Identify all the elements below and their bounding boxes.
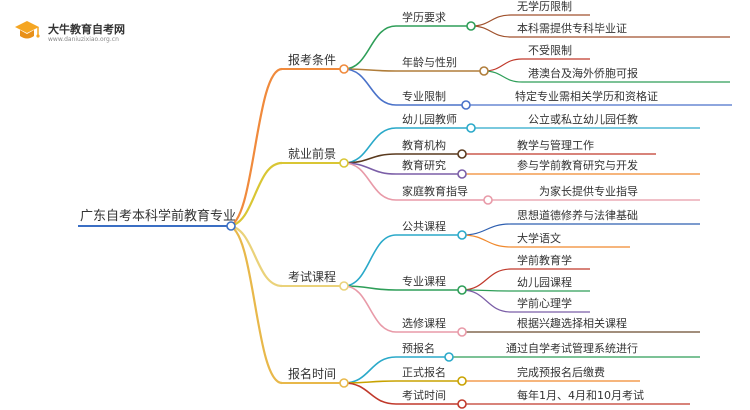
connector-2-1-2 — [461, 289, 512, 313]
node-dot-0-1 — [479, 66, 489, 76]
leaf-label-1-1-0[interactable]: 教学与管理工作 — [517, 138, 594, 152]
leaf-label-2-1-1[interactable]: 幼儿园课程 — [517, 276, 572, 289]
connector-1-3 — [343, 162, 397, 201]
subbranch-label-3-0[interactable]: 预报名 — [402, 341, 435, 355]
root-node-label[interactable]: 广东自考本科学前教育专业 — [80, 208, 236, 224]
connector-2-0-1 — [461, 234, 512, 248]
subbranch-label-2-0[interactable]: 公共课程 — [402, 220, 446, 233]
node-dot-3 — [339, 378, 349, 388]
graduation-cap-icon — [15, 21, 40, 39]
node-dot-2-2 — [457, 327, 467, 337]
subbranch-label-2-1[interactable]: 专业课程 — [402, 274, 446, 288]
subbranch-label-2-2[interactable]: 选修课程 — [402, 316, 446, 330]
connector-2-0-0 — [461, 223, 512, 236]
leaf-label-3-0-0[interactable]: 通过自学考试管理系统进行 — [506, 341, 638, 355]
connector-0-0-0 — [470, 14, 512, 27]
connector-2-2 — [343, 285, 397, 333]
leaf-label-0-0-0[interactable]: 无学历限制 — [517, 0, 572, 13]
connector-root-3 — [227, 224, 283, 385]
subbranch-label-3-1[interactable]: 正式报名 — [402, 365, 446, 379]
connector-3-0 — [343, 356, 397, 384]
node-dot-1-1 — [457, 149, 467, 159]
leaf-label-3-1-0[interactable]: 完成预报名后缴费 — [517, 365, 605, 379]
leaf-label-0-1-1[interactable]: 港澳台及海外侨胞可报 — [528, 66, 638, 80]
leaf-label-2-1-2[interactable]: 学前心理学 — [517, 296, 572, 310]
connector-0-1-1 — [483, 70, 523, 83]
connector-0-0-1 — [470, 25, 512, 38]
branch-label-0[interactable]: 报考条件 — [288, 52, 336, 67]
connector-root-0 — [227, 67, 283, 228]
node-dot-3-1 — [457, 376, 467, 386]
connector-root-1 — [227, 161, 283, 228]
connector-2-1-0 — [461, 268, 512, 291]
node-dot-1-3 — [483, 195, 493, 205]
node-dot-2 — [339, 281, 349, 291]
node-dot-0-2 — [461, 100, 471, 110]
logo-url: www.daniuzixiao.org.cn — [48, 36, 119, 43]
leaf-label-0-0-1[interactable]: 本科需提供专科毕业证 — [517, 21, 627, 35]
logo-name: 大牛教育自考网 — [48, 23, 125, 36]
leaf-label-2-1-0[interactable]: 学前教育学 — [517, 253, 572, 267]
subbranch-label-1-1[interactable]: 教育机构 — [402, 138, 446, 152]
leaf-label-2-0-0[interactable]: 思想道德修养与法律基础 — [517, 208, 638, 222]
connector-3-2 — [343, 382, 397, 405]
subbranch-label-0-0[interactable]: 学历要求 — [402, 10, 446, 24]
logo: 大牛教育自考网 www.daniuzixiao.org.cn — [12, 10, 132, 50]
subbranch-label-0-1[interactable]: 年龄与性别 — [402, 55, 457, 69]
node-dot-3-2 — [457, 399, 467, 409]
node-dot-1 — [339, 158, 349, 168]
node-dot-3-0 — [444, 352, 454, 362]
subbranch-label-1-2[interactable]: 教育研究 — [402, 158, 446, 172]
node-dot-2-0 — [457, 230, 467, 240]
node-dot-1-0 — [466, 123, 476, 133]
connector-0-1-0 — [483, 58, 523, 72]
subbranch-label-3-2[interactable]: 考试时间 — [402, 389, 446, 402]
connector-0-0 — [343, 25, 397, 70]
subbranch-label-1-0[interactable]: 幼儿园教师 — [402, 113, 457, 126]
leaf-label-2-2-0[interactable]: 根据兴趣选择相关课程 — [517, 316, 627, 330]
leaf-label-1-0-0[interactable]: 公立或私立幼儿园任教 — [528, 112, 638, 126]
node-dot-2-1 — [457, 285, 467, 295]
subbranch-label-0-2[interactable]: 专业限制 — [402, 89, 446, 103]
leaf-label-1-3-0[interactable]: 为家长提供专业指导 — [539, 184, 638, 198]
leaf-label-3-2-0[interactable]: 每年1月、4月和10月考试 — [517, 388, 644, 402]
node-dot-1-2 — [457, 169, 467, 179]
connector-root-2 — [227, 224, 283, 288]
leaf-label-2-0-1[interactable]: 大学语文 — [517, 231, 561, 245]
branch-label-3[interactable]: 报名时间 — [288, 366, 336, 381]
connector-2-0 — [343, 234, 397, 287]
branch-label-1[interactable]: 就业前景 — [288, 146, 336, 161]
node-dot-0-0 — [466, 21, 476, 31]
leaf-label-0-2-0[interactable]: 特定专业需相关学历和资格证 — [515, 89, 658, 103]
leaf-label-0-1-0[interactable]: 不受限制 — [528, 44, 572, 57]
root-node-dot — [226, 221, 236, 231]
connector-0-2 — [343, 68, 397, 106]
subbranch-label-1-3[interactable]: 家庭教育指导 — [402, 184, 468, 198]
branch-label-2[interactable]: 考试课程 — [288, 269, 336, 284]
leaf-label-1-2-0[interactable]: 参与学前教育研究与开发 — [517, 158, 638, 172]
node-dot-0 — [339, 64, 349, 74]
